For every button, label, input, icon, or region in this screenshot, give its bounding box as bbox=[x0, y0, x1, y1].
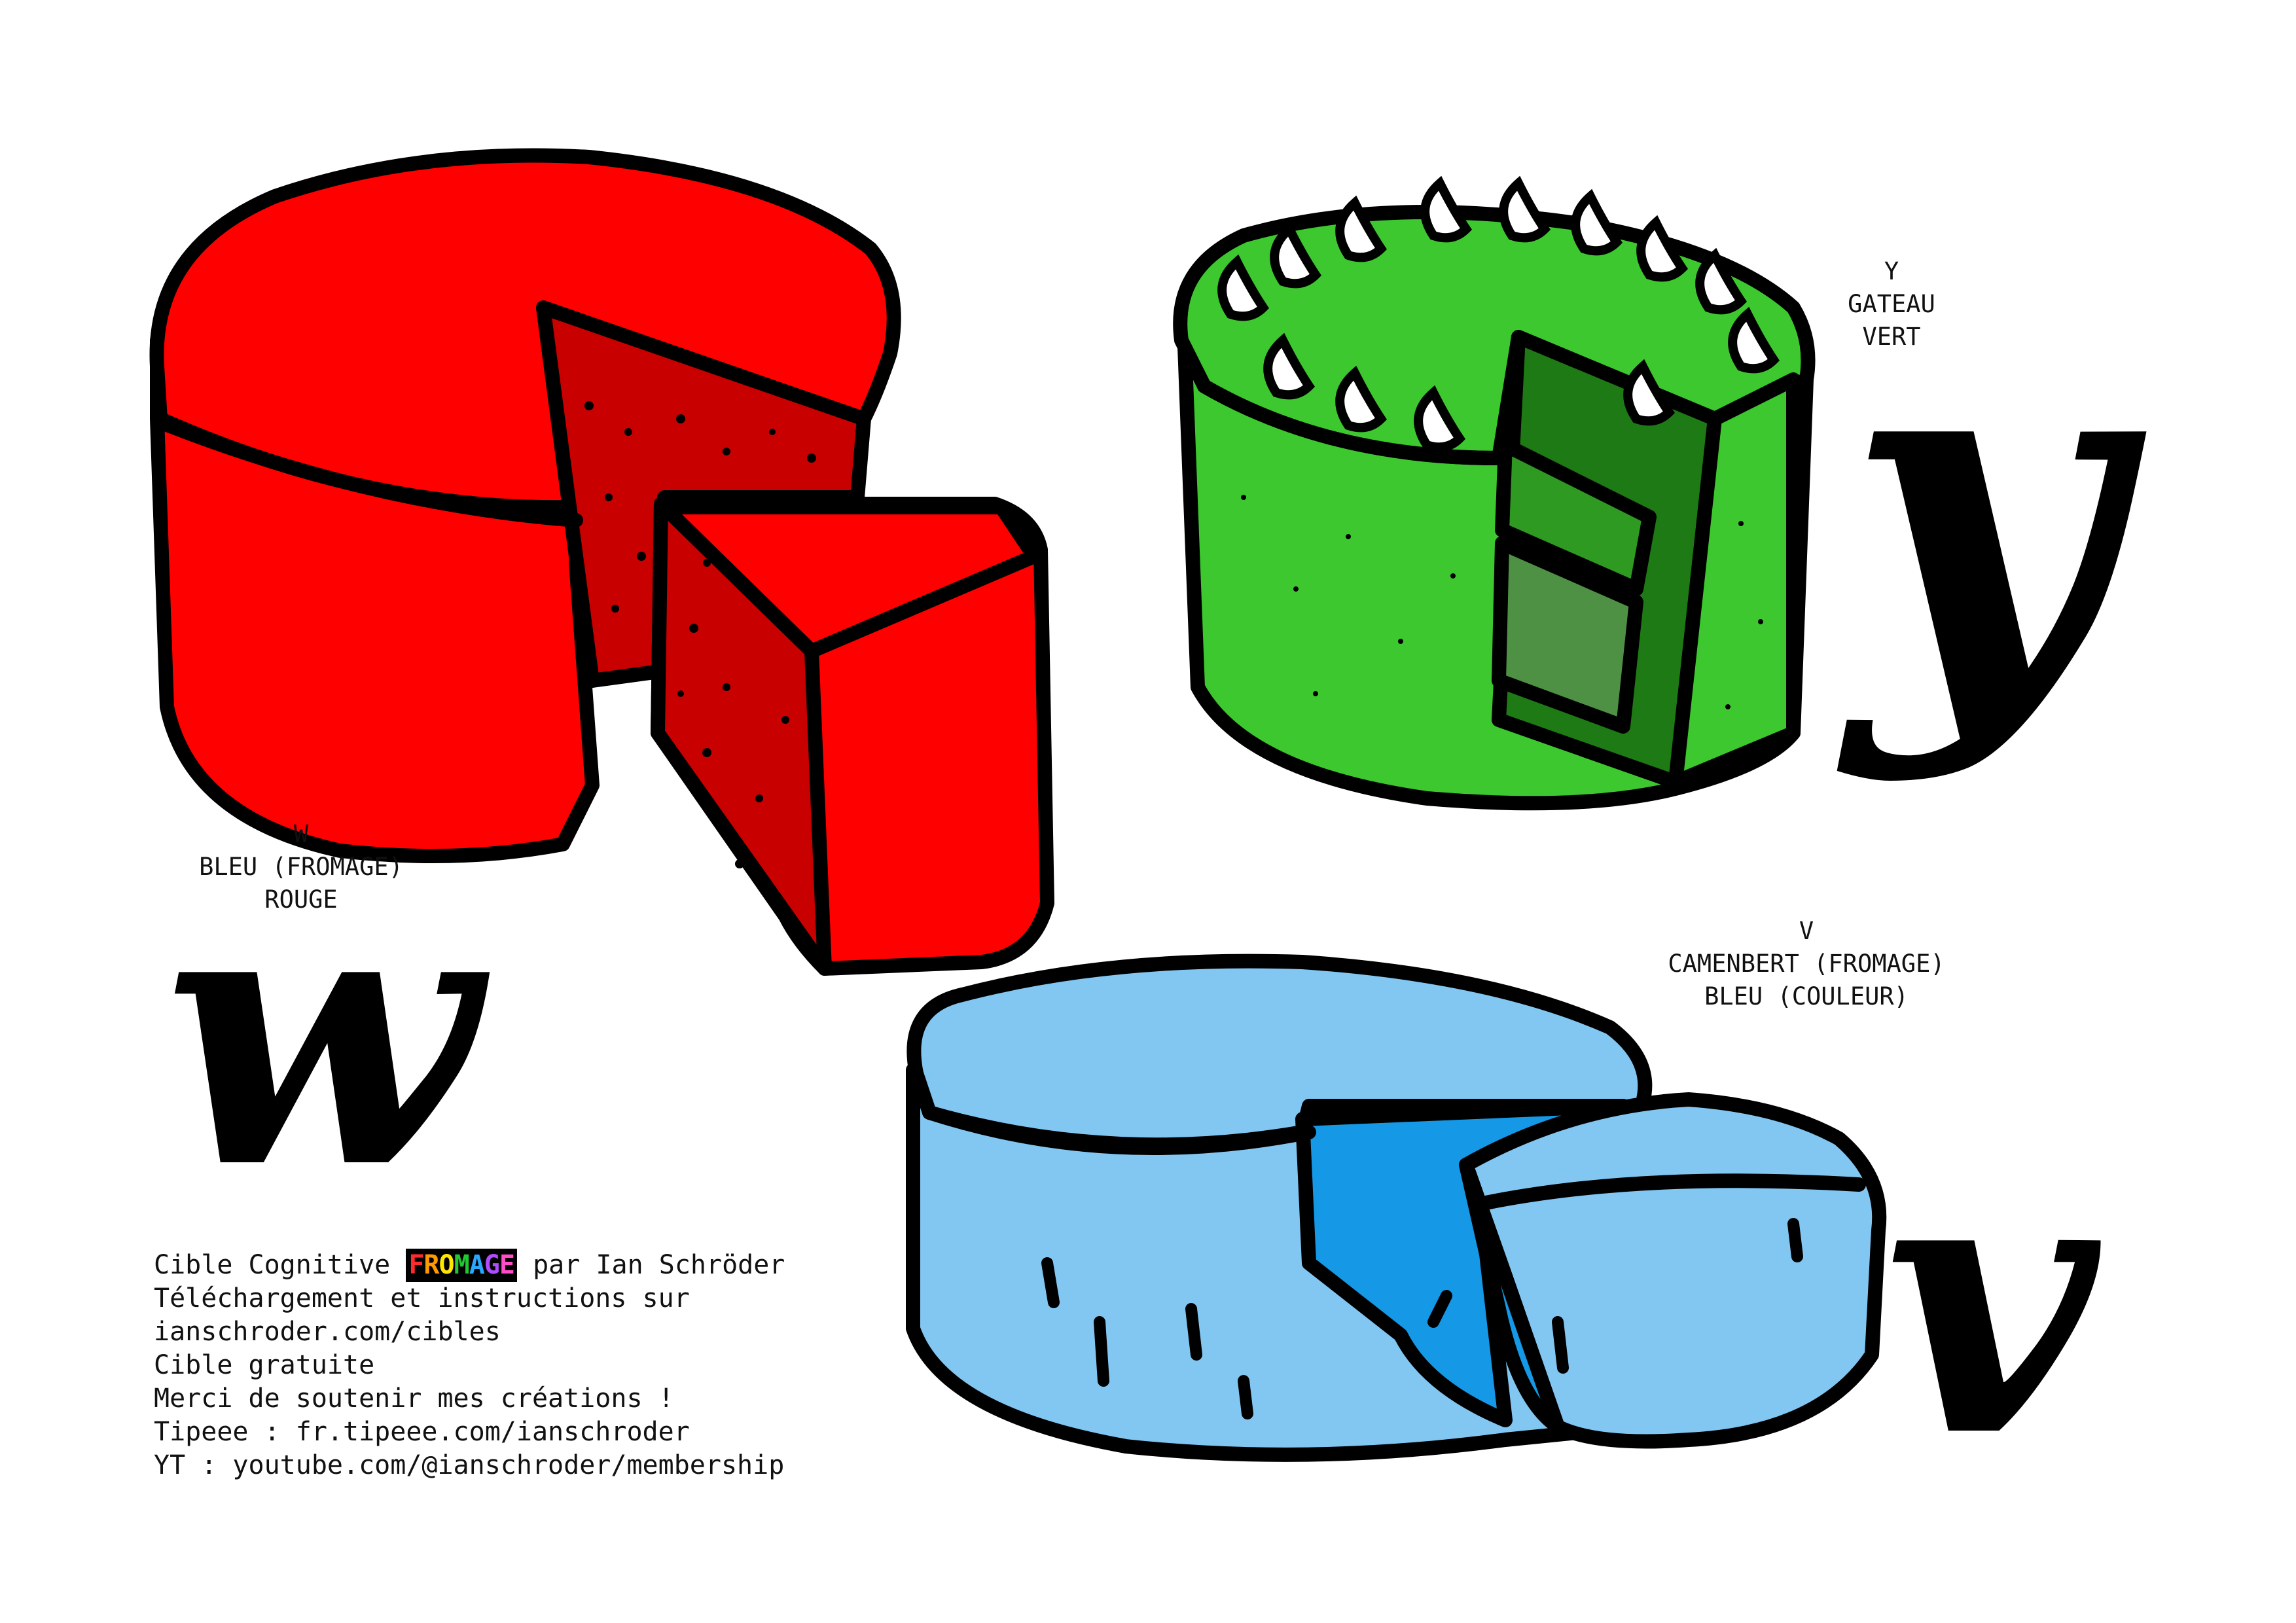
caption-w-letter: W bbox=[293, 820, 309, 848]
caption-y-line-1: GATEAU bbox=[1848, 290, 1935, 318]
credits-line-free: Cible gratuite bbox=[154, 1350, 375, 1380]
credits-block: Cible Cognitive FROMAGE par Ian Schröder… bbox=[154, 1249, 785, 1482]
caption-y: Y GATEAU VERT bbox=[1813, 255, 1970, 353]
credits-line-tipeee[interactable]: Tipeee : fr.tipeee.com/ianschroder bbox=[154, 1417, 690, 1447]
credits-line-url[interactable]: ianschroder.com/cibles bbox=[154, 1317, 501, 1347]
credits-line-thanks: Merci de soutenir mes créations ! bbox=[154, 1383, 674, 1414]
brand-letter-7: E bbox=[499, 1250, 515, 1280]
caption-w-line-1: BLEU (FROMAGE) bbox=[199, 853, 403, 881]
credits-title-line: Cible Cognitive FROMAGE par Ian Schröder bbox=[154, 1249, 785, 1282]
brand-letter-6: G bbox=[484, 1250, 500, 1280]
brand-letter-4: M bbox=[454, 1250, 470, 1280]
credits-prefix: Cible Cognitive bbox=[154, 1250, 391, 1280]
caption-v: V CAMENBERT (FROMAGE) BLEU (COULEUR) bbox=[1623, 915, 1990, 1013]
big-letter-w: w bbox=[164, 819, 480, 1249]
brand-letter-2: R bbox=[423, 1250, 439, 1280]
red-cheese-texture bbox=[584, 401, 816, 914]
red-cheese-illustration bbox=[149, 148, 1054, 976]
big-letter-y: y bbox=[1846, 234, 2120, 787]
caption-w: W BLEU (FROMAGE) ROUGE bbox=[177, 818, 425, 916]
blue-camembert-illustration bbox=[906, 954, 1887, 1462]
fromage-brand-badge: FROMAGE bbox=[406, 1249, 517, 1282]
caption-y-line-2: VERT bbox=[1862, 323, 1921, 351]
caption-v-line-1: CAMENBERT (FROMAGE) bbox=[1668, 950, 1945, 978]
brand-letter-1: F bbox=[408, 1250, 424, 1280]
blue-camembert-marks bbox=[1041, 1218, 1803, 1419]
caption-v-letter: V bbox=[1799, 917, 1814, 945]
caption-w-line-2: ROUGE bbox=[264, 885, 338, 914]
caption-y-letter: Y bbox=[1884, 257, 1899, 285]
brand-letter-3: O bbox=[439, 1250, 455, 1280]
credits-line-download: Téléchargement et instructions sur bbox=[154, 1283, 690, 1313]
credits-suffix: par Ian Schröder bbox=[533, 1250, 785, 1280]
big-letter-v: v bbox=[1885, 1087, 2098, 1518]
credits-line-youtube[interactable]: YT : youtube.com/@ianschroder/membership bbox=[154, 1450, 785, 1480]
green-cake-illustration bbox=[1173, 205, 1816, 811]
caption-v-line-2: BLEU (COULEUR) bbox=[1704, 982, 1909, 1010]
green-cake-meringues bbox=[1217, 175, 1780, 452]
green-cake-texture bbox=[1241, 495, 1763, 709]
brand-letter-5: A bbox=[469, 1250, 485, 1280]
